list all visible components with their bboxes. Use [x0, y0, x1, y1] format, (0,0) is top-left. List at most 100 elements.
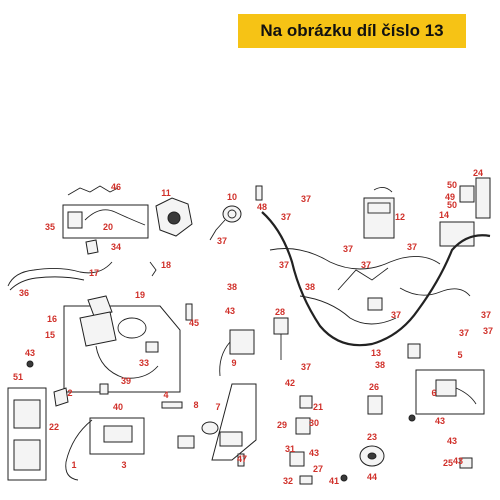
callout-5: 5	[457, 350, 462, 360]
callout-49: 49	[445, 192, 455, 202]
part-17	[87, 295, 113, 317]
frame-35	[62, 204, 149, 239]
part-14	[439, 221, 475, 247]
callout-37-9: 37	[391, 310, 401, 320]
callout-43: 43	[25, 348, 35, 358]
callout-29: 29	[277, 420, 287, 430]
callout-37-10: 37	[301, 362, 311, 372]
part-47	[237, 453, 245, 467]
frame-3	[89, 417, 145, 455]
part-28	[273, 317, 289, 335]
callout-42: 42	[285, 378, 295, 388]
callout-20: 20	[103, 222, 113, 232]
callout-43-6: 43	[453, 456, 463, 466]
cable-36	[7, 261, 113, 287]
callout-12: 12	[395, 212, 405, 222]
part-26	[367, 395, 383, 415]
part-34	[85, 239, 99, 255]
callout-38-2: 38	[305, 282, 315, 292]
callout-32: 32	[283, 476, 293, 486]
callout-9: 9	[231, 358, 236, 368]
callout-37-12: 37	[459, 328, 469, 338]
callout-30: 30	[309, 418, 319, 428]
callout-37-7: 37	[279, 260, 289, 270]
callout-28: 28	[275, 307, 285, 317]
callout-38: 38	[227, 282, 237, 292]
part-11-lens	[167, 211, 181, 225]
callout-8: 8	[193, 400, 198, 410]
callout-50-2: 50	[447, 200, 457, 210]
banner: Na obrázku díl číslo 13	[238, 14, 466, 48]
callout-25: 25	[443, 458, 453, 468]
callout-23: 23	[367, 432, 377, 442]
part-45	[185, 303, 193, 321]
callout-18: 18	[161, 260, 171, 270]
callout-46: 46	[111, 182, 121, 192]
callout-47: 47	[237, 454, 247, 464]
callout-35: 35	[45, 222, 55, 232]
callout-40: 40	[113, 402, 123, 412]
part-24	[475, 177, 491, 219]
banner-text: Na obrázku díl číslo 13	[260, 21, 444, 40]
frame-5	[415, 369, 485, 415]
frame-22	[7, 387, 47, 481]
part-27	[289, 451, 305, 467]
part-33	[145, 341, 159, 353]
callout-37-2: 37	[281, 212, 291, 222]
callout-11: 11	[161, 188, 171, 198]
part-9	[229, 329, 255, 355]
callout-34: 34	[111, 242, 121, 252]
part-18	[149, 261, 157, 277]
callout-layer: 1234567891011121314151617181920212223242…	[13, 168, 493, 486]
callout-31: 31	[285, 444, 295, 454]
callout-1: 1	[71, 460, 76, 470]
callout-6: 6	[431, 388, 436, 398]
wire-20	[84, 209, 146, 226]
frame-7	[211, 383, 257, 461]
part-41	[299, 475, 313, 485]
callout-13: 13	[371, 348, 381, 358]
callout-37-8: 37	[481, 310, 491, 320]
callout-50: 50	[447, 180, 457, 190]
part-19	[117, 317, 147, 339]
callout-33: 33	[139, 358, 149, 368]
cable-46	[67, 185, 119, 196]
callout-4: 4	[163, 390, 168, 400]
part-10	[222, 205, 242, 223]
connector-35	[67, 211, 83, 229]
callout-48: 48	[257, 202, 267, 212]
cable-1	[65, 419, 93, 481]
part-16	[79, 311, 117, 347]
callout-51: 51	[13, 372, 23, 382]
part-30	[295, 417, 311, 435]
callout-16: 16	[47, 314, 57, 324]
callout-17: 17	[89, 268, 99, 278]
callout-39: 39	[121, 376, 131, 386]
part-48	[255, 185, 263, 201]
callout-21: 21	[313, 402, 323, 412]
callout-3: 3	[121, 460, 126, 470]
callout-37: 37	[301, 194, 311, 204]
callout-37-3: 37	[343, 244, 353, 254]
callout-43-5: 43	[447, 436, 457, 446]
callout-37-11: 37	[483, 326, 493, 336]
callout-26: 26	[369, 382, 379, 392]
callout-43-3: 43	[309, 448, 319, 458]
part-21	[299, 395, 313, 409]
callout-27: 27	[313, 464, 323, 474]
callout-43-2: 43	[225, 306, 235, 316]
callout-36: 36	[19, 288, 29, 298]
callout-44: 44	[367, 472, 377, 482]
part-8	[201, 421, 219, 435]
callout-43-4: 43	[435, 416, 445, 426]
callout-15: 15	[45, 330, 55, 340]
part-25	[459, 457, 473, 469]
callout-19: 19	[135, 290, 145, 300]
callout-37-6: 37	[217, 236, 227, 246]
callout-37-5: 37	[361, 260, 371, 270]
callout-7: 7	[215, 402, 220, 412]
callout-2: 2	[67, 388, 72, 398]
callout-10: 10	[227, 192, 237, 202]
part-2	[53, 387, 69, 407]
